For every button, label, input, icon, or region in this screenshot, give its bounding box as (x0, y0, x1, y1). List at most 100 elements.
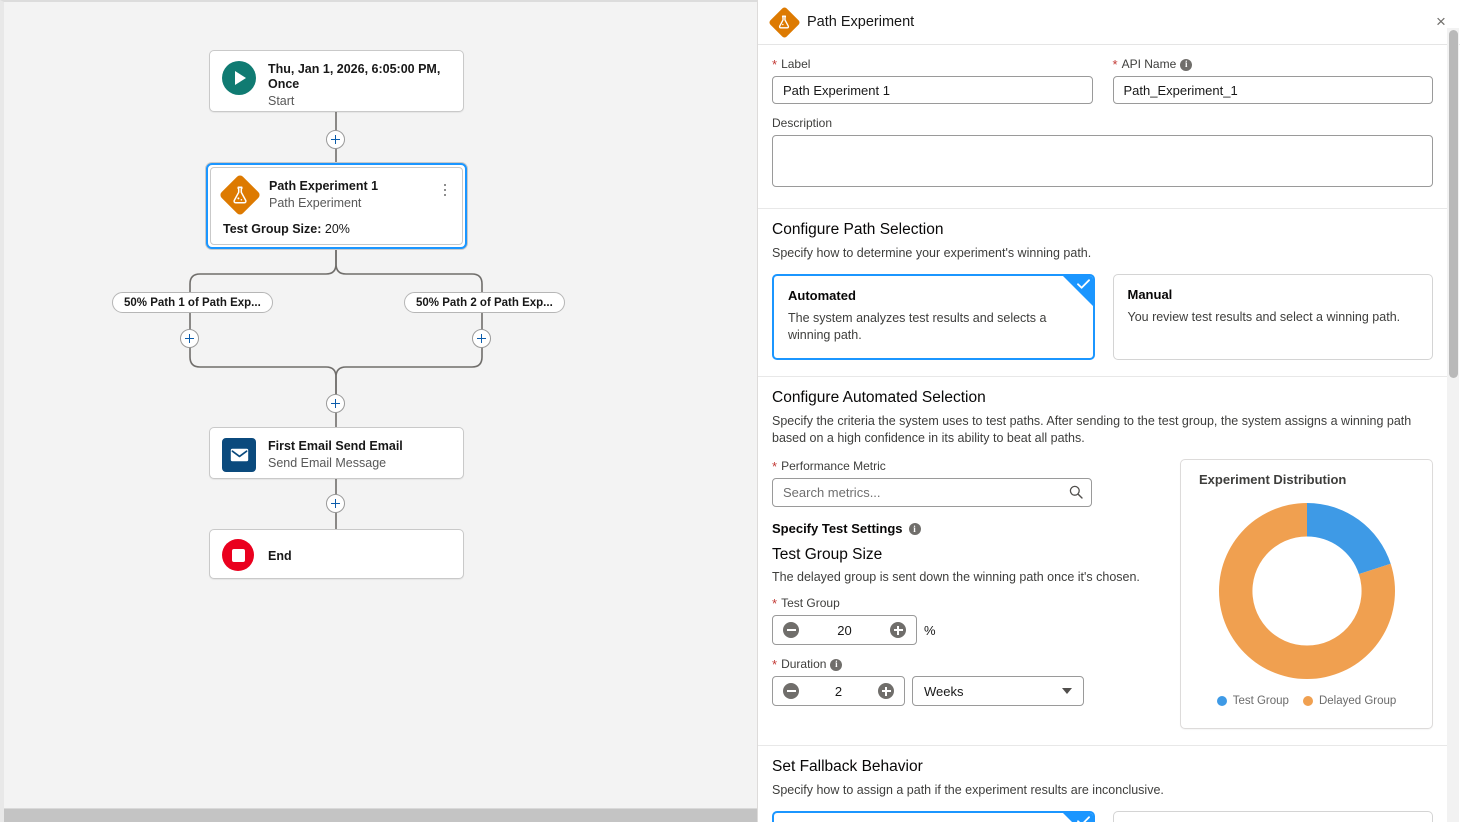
panel-scroll-region: * Label * API Name i (758, 45, 1447, 822)
flow-node-send-email[interactable]: First Email Send Email Send Email Messag… (209, 427, 464, 479)
duration-unit-select[interactable]: Weeks (912, 676, 1084, 706)
flow-node-start[interactable]: Thu, Jan 1, 2026, 6:05:00 PM, Once Start (209, 50, 464, 112)
test-group-increment-button[interactable] (890, 622, 906, 638)
label-field-group: * Label (772, 57, 1093, 104)
path-selection-description: Specify how to determine your experiment… (772, 246, 1092, 260)
test-group-label-text: Test Group (781, 596, 840, 610)
flow-canvas-inner: Thu, Jan 1, 2026, 6:05:00 PM, Once Start (4, 2, 757, 810)
legend-label-delayed-group: Delayed Group (1318, 695, 1397, 707)
envelope-icon (222, 438, 256, 472)
node-start-text: Thu, Jan 1, 2026, 6:05:00 PM, Once Start (268, 61, 451, 109)
donut-slice-delayed-group (1218, 503, 1395, 679)
node-end-title: End (268, 549, 292, 563)
section-configure-automated-selection: Configure Automated Selection Specify th… (758, 377, 1447, 746)
option-select-best-performing[interactable]: Select the Best Perf... (772, 811, 1095, 822)
node-experiment-title: Path Experiment 1 (269, 179, 379, 193)
test-group-value[interactable]: 20 (837, 622, 852, 638)
panel-header: Path Experiment × (758, 0, 1460, 45)
required-marker: * (1112, 56, 1118, 72)
info-icon[interactable]: i (908, 522, 921, 535)
path-label-2[interactable]: 50% Path 2 of Path Exp... (404, 292, 565, 313)
required-marker: * (772, 56, 778, 72)
add-element-button-2[interactable] (326, 494, 345, 513)
add-element-button-path1[interactable] (180, 329, 199, 348)
duration-label: * Duration i (772, 657, 1162, 672)
label-api-row: * Label * API Name i (772, 57, 1433, 104)
info-icon[interactable]: i (830, 658, 843, 671)
chart-title: Experiment Distribution (1199, 472, 1347, 487)
api-name-input[interactable] (1112, 76, 1433, 104)
selected-check-icon (1062, 813, 1093, 822)
flask-icon (768, 5, 801, 39)
test-group-stepbox: 20 (772, 615, 917, 645)
required-marker: * (772, 595, 778, 611)
add-element-button-path2[interactable] (472, 329, 491, 348)
flow-canvas[interactable]: Thu, Jan 1, 2026, 6:05:00 PM, Once Start (0, 0, 757, 822)
info-icon[interactable]: i (1180, 58, 1193, 71)
flask-glyph (778, 14, 790, 29)
label-input[interactable] (772, 76, 1093, 104)
panel-scrollbar-thumb[interactable] (1449, 30, 1458, 378)
option-manual-title: Manual (1127, 287, 1173, 302)
flow-connectors (189, 112, 483, 529)
chevron-down-icon (1062, 688, 1072, 694)
description-textarea[interactable] (772, 135, 1433, 187)
node-end-row: End (210, 530, 463, 583)
section-set-fallback-behavior: Set Fallback Behavior Specify how to ass… (758, 746, 1447, 822)
canvas-horizontal-scrollbar[interactable] (4, 808, 757, 822)
node-experiment-text: Path Experiment 1 Path Experiment (269, 178, 450, 211)
automated-selection-controls: * Performance Metric Specify Test Settin (772, 459, 1162, 729)
option-manual[interactable]: Manual You review test results and selec… (1112, 274, 1433, 360)
performance-metric-label: * Performance Metric (772, 459, 1162, 474)
duration-unit-value: Weeks (924, 683, 964, 699)
required-marker: * (772, 458, 778, 474)
duration-increment-button[interactable] (878, 683, 894, 699)
test-group-size-label: Test Group Size: (223, 222, 322, 236)
test-group-size-heading: Test Group Size (772, 546, 883, 563)
label-field-label-text: Label (781, 57, 811, 71)
option-manual-description: You review test results and select a win… (1127, 310, 1401, 324)
performance-metric-label-text: Performance Metric (781, 459, 886, 473)
option-automated-description: The system analyzes test results and sel… (788, 311, 1047, 342)
path-label-1[interactable]: 50% Path 1 of Path Exp... (112, 292, 273, 313)
legend-label-test-group: Test Group (1232, 695, 1289, 707)
add-element-button-1[interactable] (326, 130, 345, 149)
donut-slice-test-group (1306, 503, 1391, 575)
node-menu-button[interactable] (436, 180, 454, 200)
node-experiment-meta: Test Group Size: 20% (211, 222, 462, 249)
legend-swatch-delayed-group (1302, 696, 1313, 706)
description-label: Description (772, 116, 833, 130)
chart-legend: Test Group Delayed Group (1191, 695, 1422, 707)
duration-stepper: 2 Weeks (772, 676, 1162, 706)
option-automated-title: Automated (788, 288, 856, 303)
option-continue-to-paths[interactable]: Continue to Paths... (1112, 811, 1433, 822)
section-basic-info: * Label * API Name i (758, 45, 1447, 209)
node-start-row: Thu, Jan 1, 2026, 6:05:00 PM, Once Start (210, 51, 463, 119)
test-group-size-value: 20% (324, 222, 350, 236)
path-selection-options: Automated The system analyzes test resul… (772, 274, 1433, 360)
stop-icon (222, 539, 256, 573)
duration-value[interactable]: 2 (834, 683, 843, 699)
fallback-heading: Set Fallback Behavior (772, 758, 923, 775)
duration-decrement-button[interactable] (783, 683, 799, 699)
test-group-stepper: 20 % (772, 615, 1162, 645)
flow-node-end[interactable]: End (209, 529, 464, 579)
automated-selection-body: * Performance Metric Specify Test Settin (772, 459, 1433, 729)
search-icon[interactable] (1069, 485, 1083, 499)
section-configure-path-selection: Configure Path Selection Specify how to … (758, 209, 1447, 377)
legend-item-delayed-group: Delayed Group (1302, 695, 1397, 707)
performance-metric-input[interactable] (772, 478, 1092, 507)
api-name-field-label: * API Name i (1113, 57, 1434, 72)
option-automated[interactable]: Automated The system analyzes test resul… (772, 274, 1095, 360)
path-experiment-properties-panel: Path Experiment × * Label * (757, 0, 1460, 822)
api-name-field-group: * API Name i (1112, 57, 1434, 104)
close-icon[interactable]: × (1436, 12, 1446, 31)
node-experiment-row: Path Experiment 1 Path Experiment (211, 168, 462, 222)
specify-test-settings-text: Specify Test Settings (772, 521, 903, 536)
flow-node-path-experiment[interactable]: Path Experiment 1 Path Experiment Test G… (206, 163, 467, 249)
add-element-button-merge[interactable] (326, 394, 345, 413)
test-group-decrement-button[interactable] (783, 622, 799, 638)
test-group-label: * Test Group (772, 596, 1162, 611)
legend-swatch-test-group (1216, 696, 1227, 706)
